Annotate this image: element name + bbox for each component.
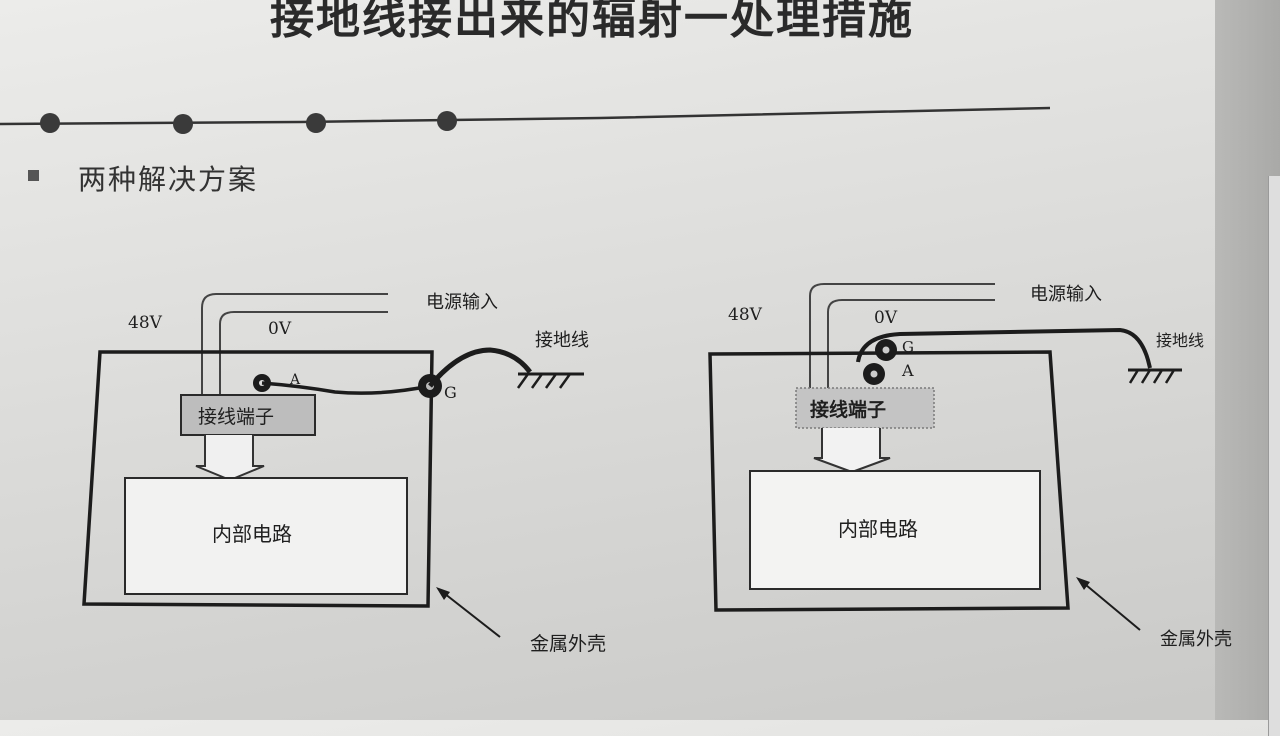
label-power-input: 电源输入 [1030,284,1102,305]
down-arrow [195,435,265,482]
ground-cable [856,327,1152,369]
label-point-a: A [289,372,301,388]
terminal-block [180,394,316,436]
label-terminal: 接线端子 [198,406,274,428]
page-title: 接地线接出来的辐射一处理措施 [270,0,914,44]
header-rule [0,106,1051,126]
header-dot-2 [173,114,193,134]
header-dot-1 [40,113,60,133]
label-48v: 48V [128,313,163,333]
internal-circuit-box [749,470,1041,590]
label-0v: 0V [874,308,898,328]
ground-cable-outer [428,347,532,388]
page-edge-card [1268,176,1280,736]
wire-48v [809,283,995,388]
header-dot-4 [437,111,457,131]
label-48v: 48V [728,305,763,325]
diagram-left: 48V 0V 电源输入 接地线 A G 接线端子 内部电路 金属外壳 [82,292,606,655]
ground-cable-inner [261,381,431,395]
label-point-g: G [444,383,457,402]
shell-pointer-arrow [1079,579,1141,631]
metal-shell-box [82,350,434,608]
label-ground-wire: 接地线 [535,330,589,351]
internal-circuit-box [124,477,408,595]
shell-pointer-arrow [439,589,501,638]
header-dot-3 [306,113,326,133]
wire-0v [827,299,995,388]
label-power-input: 电源输入 [426,292,498,313]
label-internal-circuit: 内部电路 [838,517,918,541]
label-terminal: 接线端子 [810,398,886,421]
metal-shell-box [708,350,1070,612]
wire-0v [219,311,388,395]
bullet-square [28,170,39,181]
subtitle: 两种解决方案 [78,163,259,196]
label-internal-circuit: 内部电路 [212,522,292,546]
label-metal-shell: 金属外壳 [1160,629,1232,650]
diagram-right: 48V 0V 电源输入 接地线 A G 接线端子 内部电路 金属外壳 [708,283,1232,650]
slide-graphics: 48V 0V 电源输入 接地线 A G 接线端子 内部电路 金属外壳 [0,106,1232,655]
label-metal-shell: 金属外壳 [530,633,606,655]
label-0v: 0V [268,319,292,339]
down-arrow [813,428,891,474]
wire-48v [201,293,388,395]
label-ground-wire: 接地线 [1156,331,1204,350]
label-point-a: A [901,361,914,380]
terminal-block [795,387,935,429]
label-point-g: G [902,338,914,356]
